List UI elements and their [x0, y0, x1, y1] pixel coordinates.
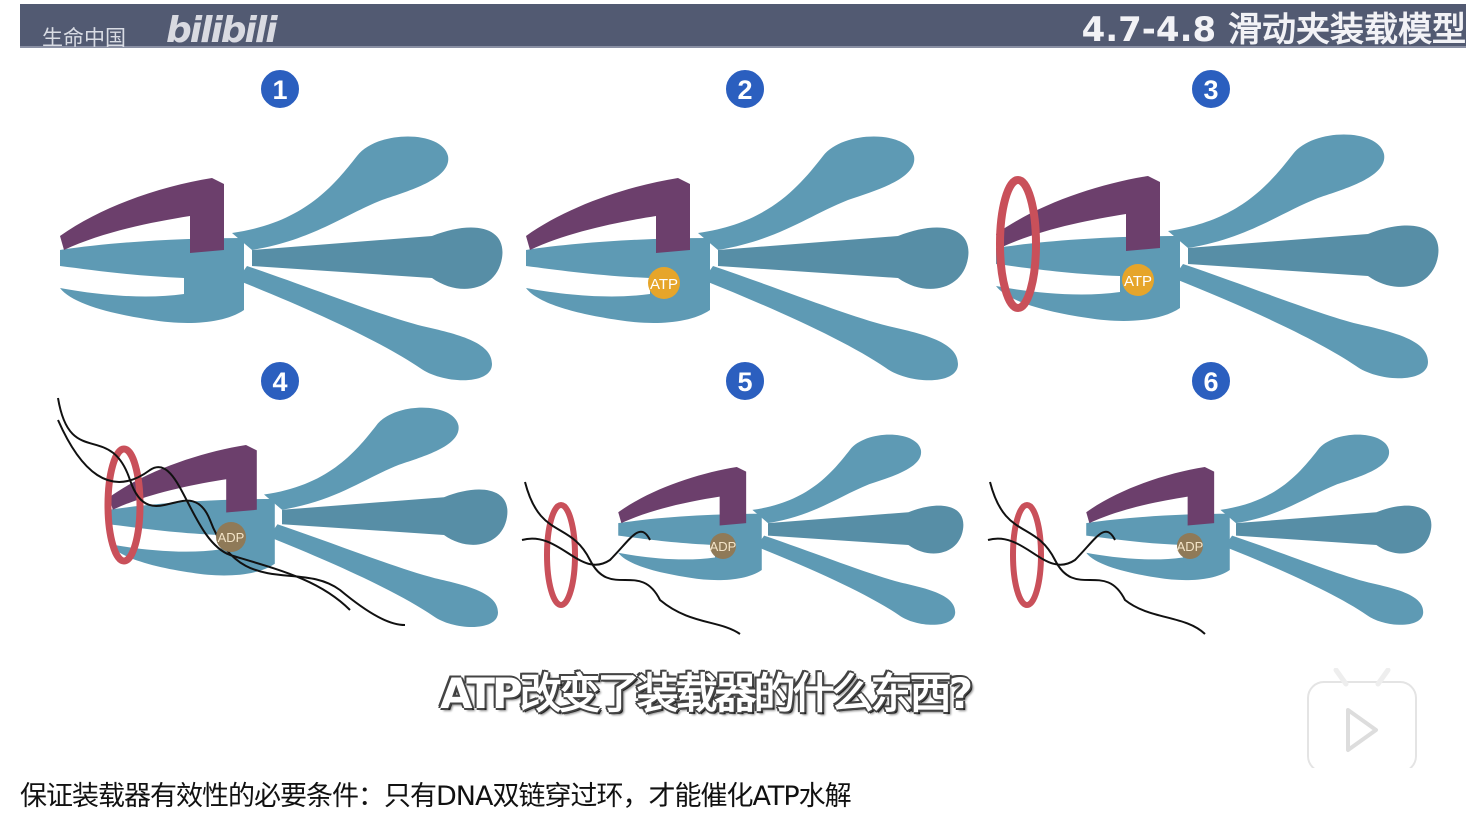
adp-label: ADP: [218, 530, 245, 545]
step-number-circle: [259, 68, 301, 110]
atp-label: ATP: [650, 276, 678, 293]
dna-strand: [524, 481, 741, 635]
dna-strand: [57, 419, 351, 611]
atp-icon: [1122, 264, 1154, 296]
atp-icon: [648, 267, 680, 299]
clamp-loader: [618, 434, 964, 625]
clamp-loader: [526, 136, 969, 381]
sliding-clamp-ring: [1010, 502, 1044, 608]
panel-6: ADP 6: [987, 360, 1432, 635]
panel-3: ATP 3: [996, 68, 1439, 379]
sliding-clamp-ring: [104, 445, 144, 565]
step-number-circle: [1190, 68, 1232, 110]
step-number-circle: [724, 68, 766, 110]
channel-name: 生命中国: [42, 26, 126, 50]
panel-5: ADP 5: [521, 360, 964, 635]
atp-label: ATP: [1124, 273, 1152, 290]
dna-strand: [57, 397, 406, 626]
step-number: 1: [272, 75, 287, 105]
step-number: 4: [272, 367, 287, 397]
sliding-clamp-ring: [996, 176, 1040, 312]
caption-text: 保证装载器有效性的必要条件：只有DNA双链穿过环，才能催化ATP水解: [20, 781, 852, 812]
adp-label: ADP: [710, 539, 737, 554]
video-header-bar: 生命中国 bilibili 4.7-4.8 滑动夹装载模型: [20, 4, 1466, 51]
step-number: 2: [737, 75, 752, 105]
panel-2: ATP 2: [526, 68, 969, 381]
video-title: 4.7-4.8 滑动夹装载模型: [1081, 10, 1466, 50]
adp-icon: [710, 533, 736, 559]
dna-strand: [521, 530, 651, 566]
step-number: 6: [1203, 367, 1218, 397]
step-number-circle: [724, 360, 766, 402]
step-number: 3: [1203, 75, 1218, 105]
dna-strand: [987, 530, 1116, 566]
clamp-loader: [1086, 434, 1432, 625]
video-subtitle: ATP改变了装载器的什么东西?: [440, 669, 973, 718]
step-number: 5: [737, 367, 752, 397]
panel-1: 1: [60, 68, 503, 381]
clamp-loader: [60, 136, 503, 381]
clamp-loader: [996, 134, 1439, 379]
clamp-loader: [109, 407, 508, 628]
sliding-clamp-ring: [544, 502, 578, 608]
dna-strand: [989, 481, 1206, 635]
bilibili-logo: bilibili: [166, 10, 278, 51]
step-number-circle: [1190, 360, 1232, 402]
adp-icon: [216, 522, 246, 552]
panel-4: ADP 4: [57, 360, 508, 628]
step-number-circle: [259, 360, 301, 402]
bilibili-tv-icon[interactable]: [1306, 668, 1418, 768]
adp-label: ADP: [1177, 539, 1204, 554]
play-icon: [1346, 708, 1378, 752]
adp-icon: [1177, 533, 1203, 559]
